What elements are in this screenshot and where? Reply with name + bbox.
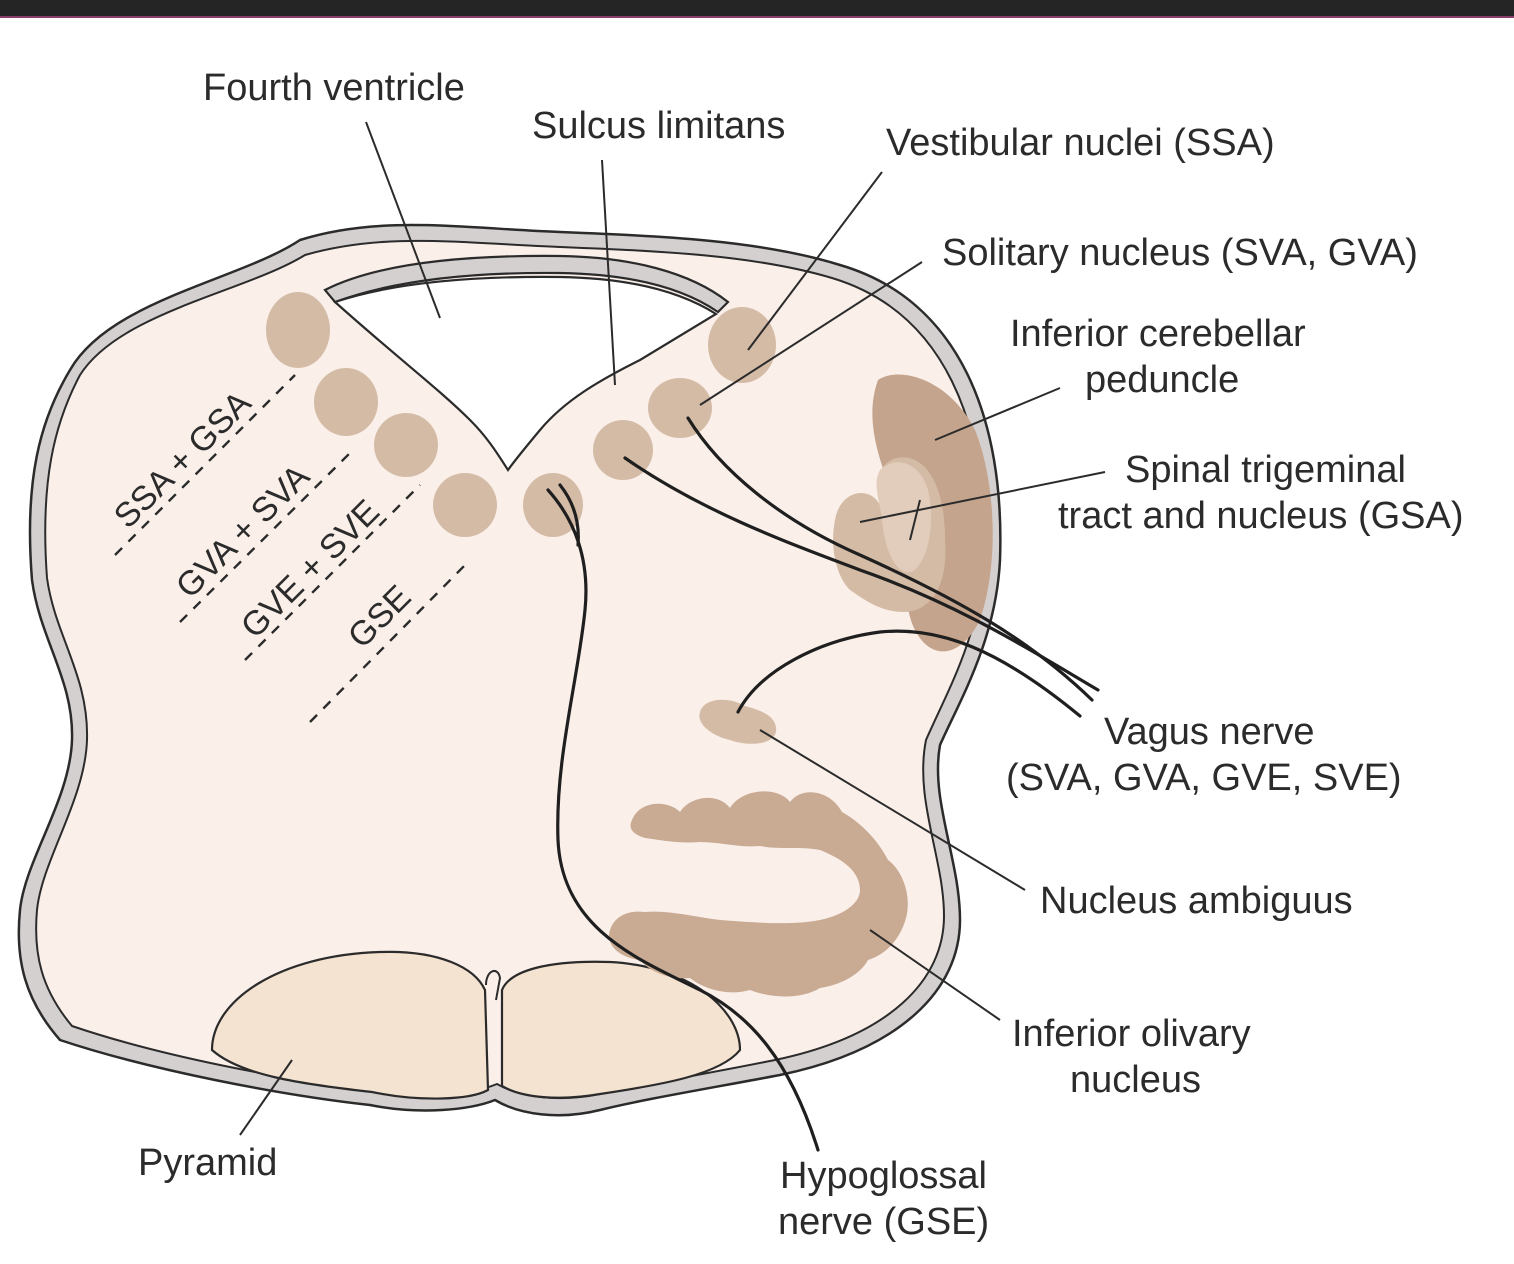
pyramid-right [500,960,742,1099]
leader-spinal-trigeminal-2 [909,499,921,541]
label-hypoglossal-1: Hypoglossal [780,1155,987,1197]
vagus-nerve-fiber-3 [736,629,1082,718]
solitary-nucleus [648,378,712,438]
leader-sulcus-limitans [601,159,616,386]
leader-inferior-olivary-nucleus [869,929,1001,1021]
label-nucleus-ambiguus: Nucleus ambiguus [1040,880,1353,922]
hypoglossal-nerve-fiber-2 [558,483,580,547]
top-bar [0,0,1514,18]
column-line-gve-sve [244,484,421,661]
label-sulcus-limitans: Sulcus limitans [532,105,785,147]
medulla-tissue [35,239,986,1100]
ventricle-roof [323,254,730,314]
label-solitary-nucleus: Solitary nucleus (SVA, GVA) [942,232,1418,274]
label-inferior-cerebellar-peduncle-1: Inferior cerebellar [1010,313,1306,355]
leader-solitary-nucleus [699,261,923,406]
label-hypoglossal-2: nerve (GSE) [778,1201,989,1243]
label-spinal-trigeminal-2: tract and nucleus (GSA) [1058,495,1464,537]
pyramid-left [210,950,490,1100]
leader-fourth-ventricle [365,121,441,319]
hypoglossal-nerve-fiber [546,488,820,1152]
label-vagus-nerve-2: (SVA, GVA, GVE, SVE) [1006,757,1402,799]
column-line-gva-sva [179,447,356,623]
leader-vestibular-nuclei [747,171,883,351]
leader-nucleus-ambiguus [759,729,1026,891]
label-inferior-olivary-1: Inferior olivary [1012,1013,1251,1055]
column-line-ssa-gsa [114,374,296,556]
label-vagus-nerve-1: Vagus nerve [1104,711,1315,753]
fourth-ventricle [332,275,719,472]
nucleus-ambiguus [699,699,777,744]
vagus-nerve-fiber-2 [686,416,1094,702]
inferior-olivary-nucleus [609,791,908,997]
ventral-median-fissure [485,969,502,1001]
leader-inferior-cerebellar-peduncle [934,387,1061,441]
label-pyramid: Pyramid [138,1142,277,1184]
spinal-trigeminal-nucleus [876,462,932,573]
label-fourth-ventricle: Fourth ventricle [203,67,465,109]
leader-pyramid [239,1059,293,1136]
vestibular-nuclei [708,307,776,383]
nucleus-ssa-gsa-left [266,292,330,368]
label-inferior-olivary-2: nucleus [1070,1059,1201,1101]
label-inferior-cerebellar-peduncle-2: peduncle [1085,359,1239,401]
nucleus-gva-sva-left [314,368,378,436]
label-spinal-trigeminal-1: Spinal trigeminal [1125,449,1406,491]
nucleus-gve-sve-left [374,413,438,477]
nucleus-gse-left [433,473,497,537]
leader-spinal-trigeminal-1 [859,471,1106,523]
label-vestibular-nuclei: Vestibular nuclei (SSA) [886,122,1275,164]
